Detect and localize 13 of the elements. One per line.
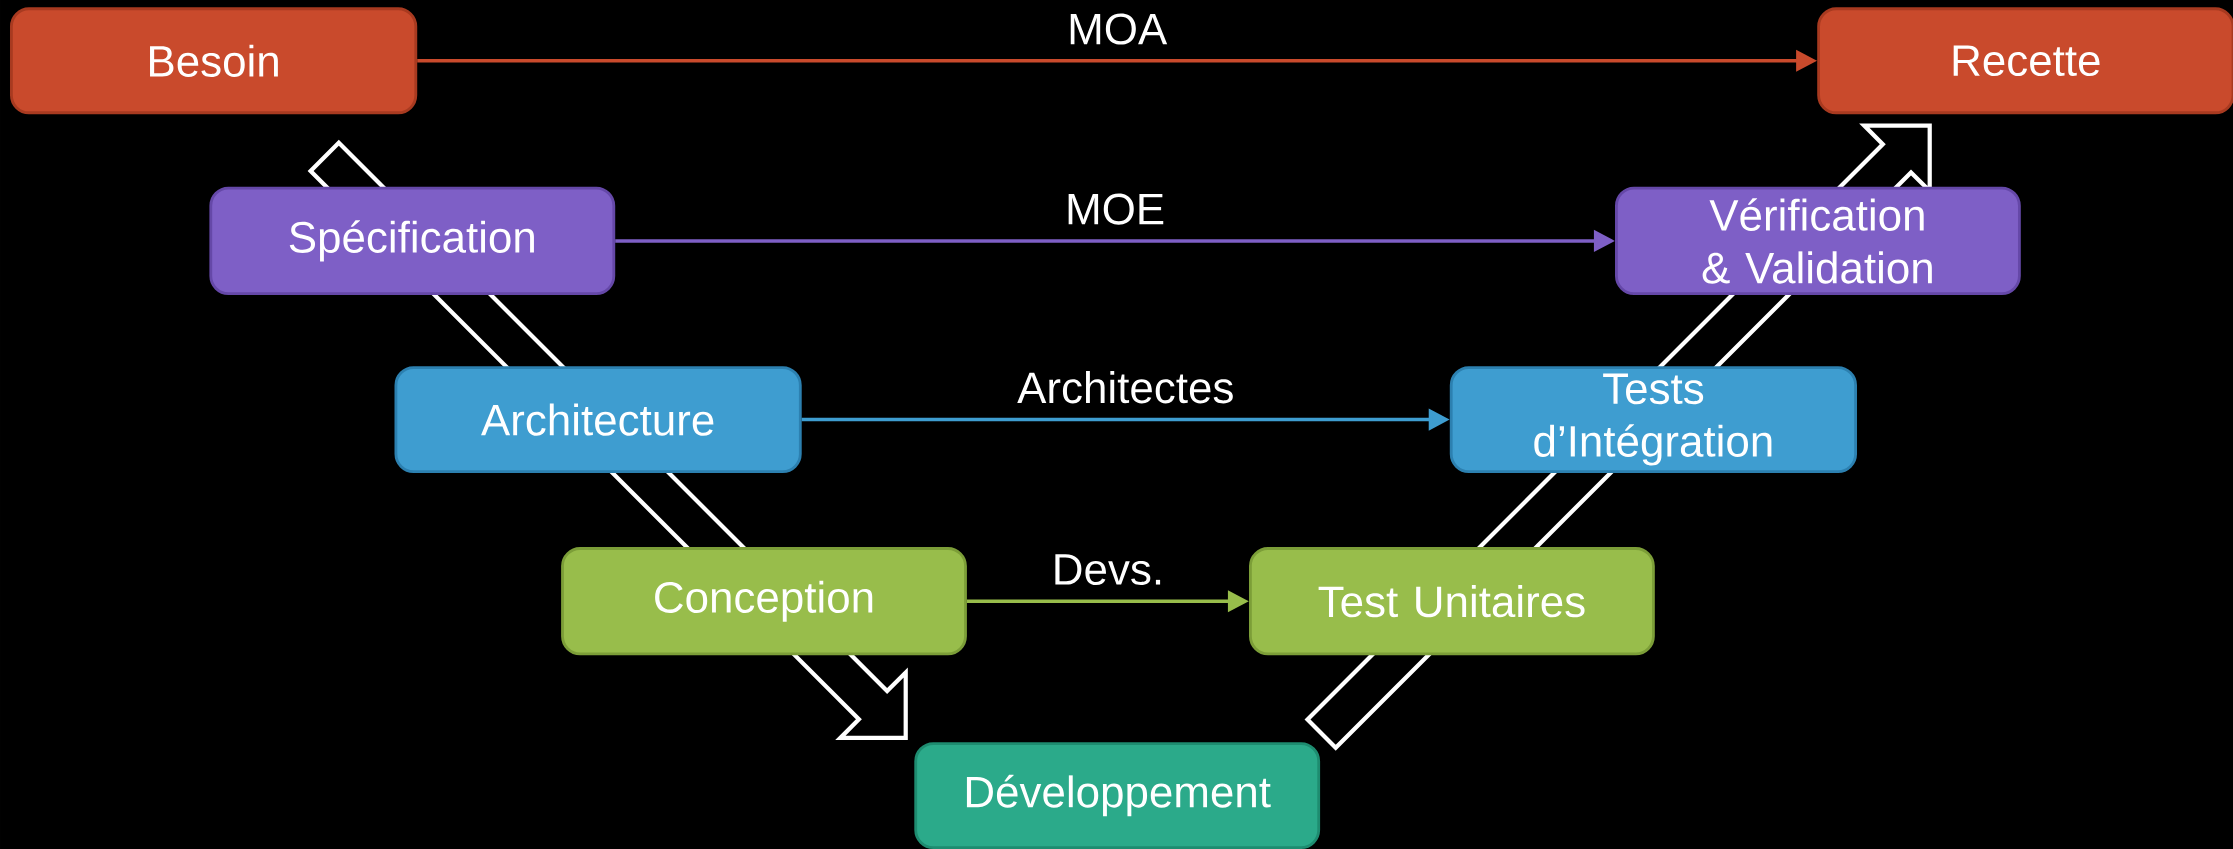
process-box: Conception <box>561 547 967 656</box>
process-box: Besoin <box>10 7 418 115</box>
process-box: Architecture <box>394 366 802 473</box>
process-box: Développement <box>914 742 1321 849</box>
edge-label: Architectes <box>1013 367 1238 407</box>
process-box: Test Unitaires <box>1249 547 1655 656</box>
edge-label: MOA <box>1063 9 1171 49</box>
process-box: Tests d’Intégration <box>1449 366 1857 473</box>
process-box: Spécification <box>209 186 616 295</box>
process-box: Recette <box>1817 7 2233 115</box>
edge-label: Devs. <box>1048 550 1168 589</box>
process-box: Vérification & Validation <box>1615 186 2021 295</box>
edge-label: MOE <box>1061 190 1169 229</box>
